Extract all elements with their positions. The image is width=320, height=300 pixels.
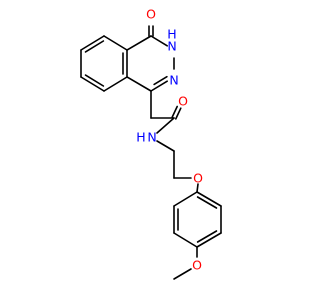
nh-nitrogen-label: N — [167, 39, 176, 54]
bond — [126, 35, 152, 51]
bond — [126, 76, 152, 92]
ketone-oxygen-label: O — [146, 7, 156, 22]
methoxy-oxygen-label: O — [192, 258, 202, 273]
bond — [153, 75, 168, 86]
bond — [196, 230, 218, 243]
bond — [84, 40, 105, 53]
bond — [156, 140, 175, 152]
bond — [173, 268, 192, 280]
bond — [150, 35, 168, 47]
bond — [150, 80, 168, 92]
bond — [175, 107, 182, 120]
bond — [173, 191, 198, 207]
bond — [196, 191, 222, 207]
bond — [80, 35, 105, 51]
bond — [173, 232, 198, 248]
amide-oxygen-label: O — [178, 94, 188, 109]
nh-hydrogen-label: H — [167, 27, 176, 42]
amide-hydrogen-label: H — [136, 130, 145, 145]
ether-oxygen-label: O — [193, 171, 203, 186]
bond — [196, 183, 199, 193]
bond — [103, 35, 128, 51]
bond — [156, 117, 175, 134]
amide-nitrogen-label: N — [147, 130, 156, 145]
bond — [196, 196, 218, 209]
bond — [196, 232, 222, 248]
bond — [103, 76, 128, 92]
bond — [84, 74, 105, 87]
bonds — [80, 25, 222, 280]
bond — [80, 76, 105, 92]
bond — [171, 105, 178, 118]
ring-nitrogen-label: N — [169, 73, 178, 88]
